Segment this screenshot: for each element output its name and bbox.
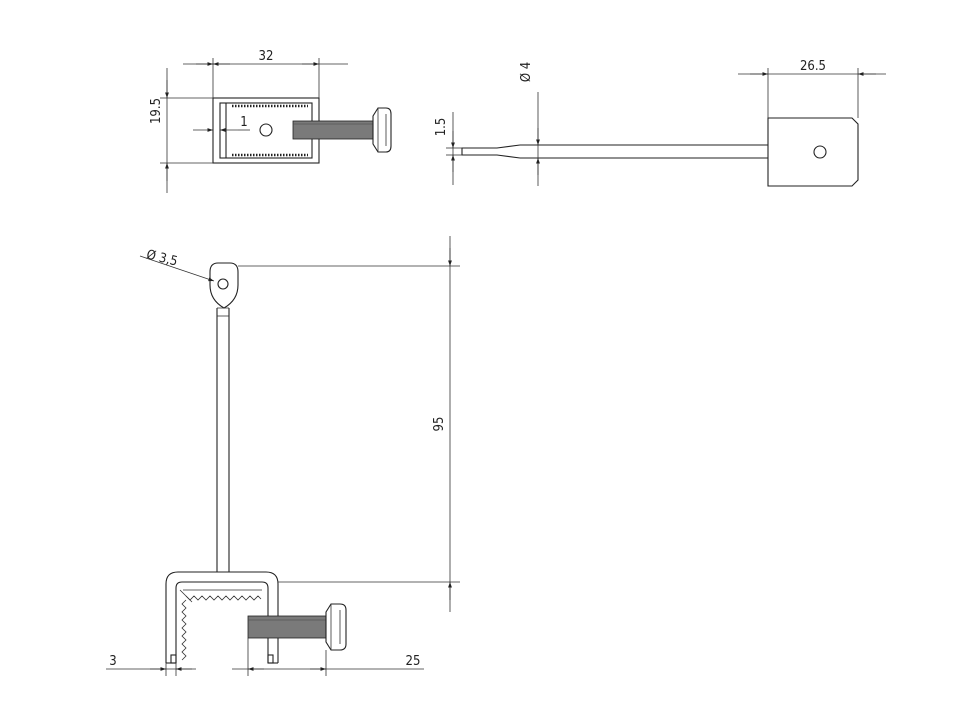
dim-top-width: 32: [259, 49, 274, 64]
dim-front-wall: 3: [109, 654, 116, 669]
side-view: 26.5 Ø 4 1.5: [434, 59, 886, 187]
dim-front-hole-diameter: Ø 3,5: [145, 247, 179, 269]
dim-top-height: 19.5: [149, 98, 164, 124]
dim-front-height: 95: [432, 417, 447, 432]
front-view-jaw-teeth: [185, 595, 262, 601]
front-view-eyelet-hole: [217, 278, 229, 290]
dim-front-screw-length: 25: [406, 654, 421, 669]
front-view-screw-thread: [247, 615, 327, 639]
dim-side-rod-diameter: Ø 4: [519, 62, 534, 82]
top-view: 32 19.5 1: [149, 49, 392, 193]
dim-side-tip-thickness: 1.5: [434, 118, 449, 137]
side-view-tab-hole: [813, 145, 827, 159]
top-view-hole: [259, 123, 273, 137]
side-view-tab: [767, 117, 859, 187]
dim-side-tab-width: 26.5: [800, 59, 826, 74]
side-view-rod-tip: [461, 144, 521, 159]
dim-top-wall: 1: [240, 115, 247, 130]
front-view-eyelet: [209, 262, 239, 309]
front-view-screw-head: [325, 603, 347, 651]
top-view-screw-head: [372, 107, 392, 153]
front-view: Ø 3,5 95 3 25: [106, 236, 460, 676]
front-view-clamp-inner: [175, 581, 269, 663]
front-view-clamp-outer: [165, 571, 279, 663]
